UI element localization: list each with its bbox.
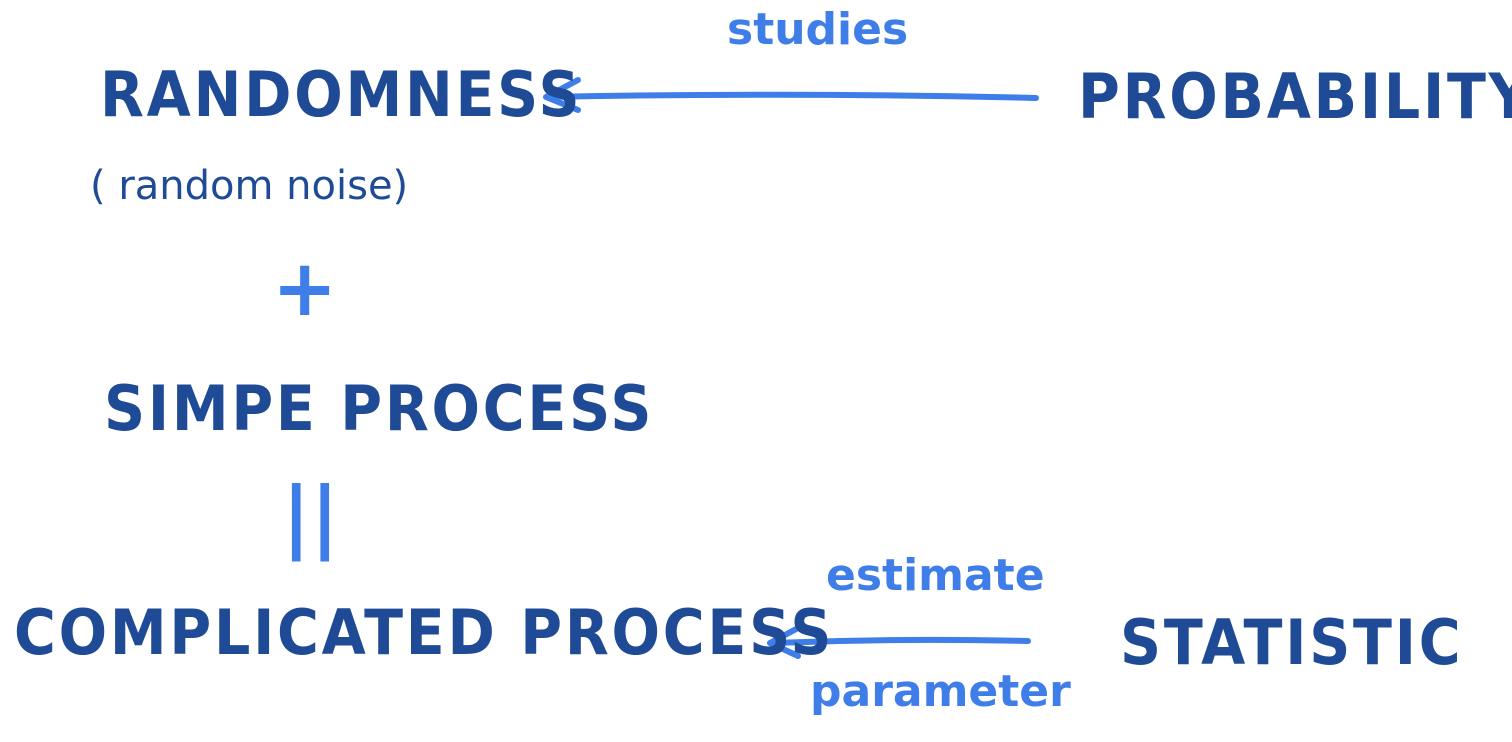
estimate-edge-label: estimate — [826, 550, 1045, 601]
equals-symbol: || — [282, 472, 339, 562]
studies-edge-label: studies — [727, 4, 909, 55]
parameter-edge-label: parameter — [810, 666, 1071, 717]
estimate-arrow — [767, 625, 1031, 659]
statistic-label: STATISTIC — [1120, 606, 1464, 679]
randomness-label: RANDOMNESS — [100, 58, 583, 131]
studies-arrow — [543, 77, 1039, 113]
simple-process-label: SIMPE PROCESS — [104, 372, 655, 445]
probability-label: PROBABILITY — [1078, 60, 1512, 133]
complicated-process-label: COMPLICATED PROCESS — [14, 596, 835, 669]
plus-symbol: + — [272, 244, 338, 334]
random-noise-note: ( random noise) — [90, 163, 409, 209]
